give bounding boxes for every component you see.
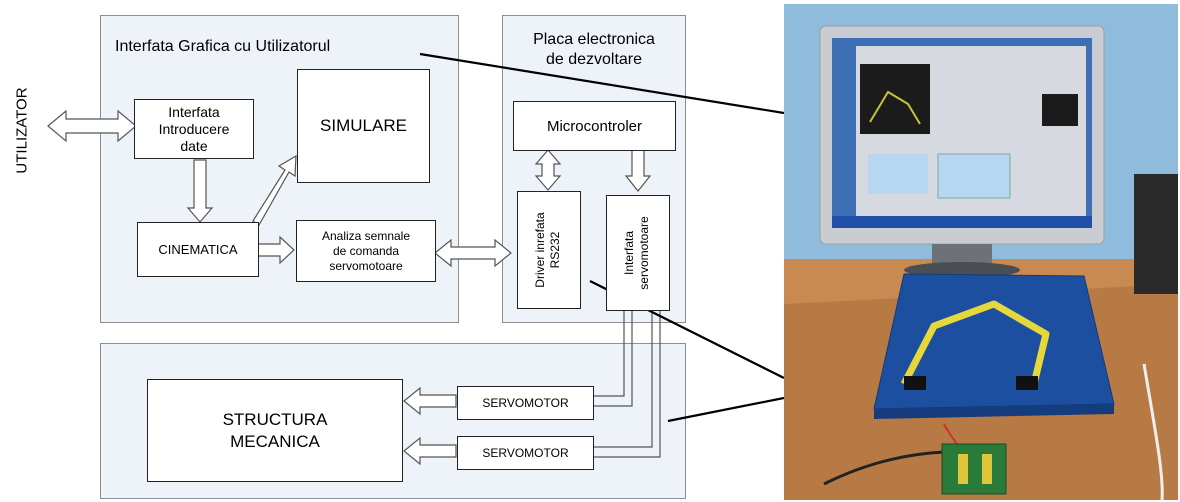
input-to-kinematics-arrow bbox=[186, 159, 214, 223]
robot-plate bbox=[873, 273, 1115, 419]
analysis-rs232-arrow bbox=[434, 238, 512, 268]
signal-line-1-outer bbox=[594, 311, 625, 397]
pointer-mechanical-to-robot bbox=[667, 396, 784, 423]
pcb-board bbox=[941, 443, 1007, 495]
microcontroller-box: Microcontroler bbox=[513, 101, 676, 151]
speaker bbox=[1134, 174, 1178, 294]
rs232-driver-label: Driver inrefata RS232 bbox=[533, 212, 562, 288]
simulation-box: SIMULARE bbox=[297, 69, 430, 183]
signal-analysis-label: Analiza semnale de comanda servomotoare bbox=[321, 228, 411, 273]
signal-line-2-inner bbox=[594, 311, 661, 458]
servo-interface-label: Interfata servomotoare bbox=[622, 216, 651, 290]
mechanical-structure-label: STRUCTURA MECANICA bbox=[222, 409, 328, 451]
signal-line-2-outer bbox=[594, 311, 653, 448]
signal-line-1-inner bbox=[594, 311, 633, 407]
mechanical-structure-box: STRUCTURA MECANICA bbox=[147, 379, 403, 482]
servo2-to-structure-arrow bbox=[403, 436, 457, 466]
servo-interface-box bbox=[606, 195, 670, 311]
micro-to-servo-interface-arrow bbox=[624, 149, 652, 192]
microcontroller-label: Microcontroler bbox=[546, 117, 643, 135]
kinematics-to-simulation-arrow bbox=[252, 154, 297, 226]
gui-panel-title: Interfata Grafica cu Utilizatorul bbox=[115, 38, 331, 55]
simulation-label: SIMULARE bbox=[320, 116, 407, 135]
board-panel-title: Placa electronica de dezvoltare bbox=[533, 31, 655, 68]
servomotor-box-1: SERVOMOTOR bbox=[457, 386, 594, 420]
user-io-arrow bbox=[47, 109, 137, 143]
input-interface-box: Interfata Introducere date bbox=[134, 99, 254, 159]
monitor bbox=[819, 25, 1105, 278]
user-label: UTILIZATOR bbox=[13, 87, 31, 174]
kinematics-label: CINEMATICA bbox=[158, 242, 238, 257]
servo1-to-structure-arrow bbox=[403, 386, 457, 416]
micro-rs232-arrow bbox=[534, 149, 562, 191]
rs232-driver-box bbox=[517, 191, 581, 309]
kinematics-box: CINEMATICA bbox=[137, 222, 259, 277]
kinematics-to-analysis-arrow bbox=[257, 235, 295, 265]
signal-analysis-box: Analiza semnale de comanda servomotoare bbox=[296, 220, 436, 282]
input-interface-label: Interfata Introducere date bbox=[158, 103, 230, 154]
servomotor-label-1: SERVOMOTOR bbox=[482, 396, 569, 410]
pointer-gui-to-screen bbox=[419, 52, 784, 115]
setup-photo bbox=[784, 4, 1178, 500]
servomotor-box-2: SERVOMOTOR bbox=[457, 436, 594, 470]
servomotor-label-2: SERVOMOTOR bbox=[482, 446, 569, 460]
